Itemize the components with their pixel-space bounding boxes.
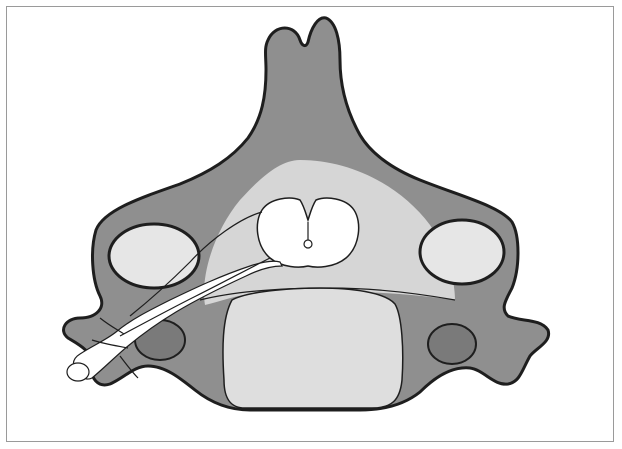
right-small-foramen (428, 324, 476, 364)
cord-central-canal (304, 240, 312, 248)
right-transverse-foramen (420, 220, 504, 284)
left-transverse-foramen (109, 224, 199, 288)
nerve-tip (67, 363, 89, 381)
vertebral-body (223, 288, 403, 408)
